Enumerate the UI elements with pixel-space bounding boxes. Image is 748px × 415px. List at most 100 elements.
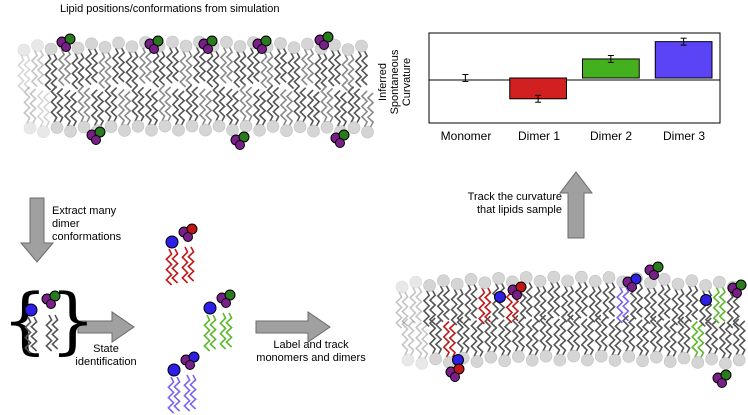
- upper-lipid: [450, 277, 464, 326]
- lower-lipid: [320, 85, 334, 134]
- lipid-tail: [732, 318, 740, 356]
- dimer2-lipids: [203, 289, 236, 352]
- lower-lipid: [539, 314, 553, 363]
- lower-lipid: [239, 84, 253, 133]
- lipid-tail: [219, 312, 227, 350]
- lipid-tail: [533, 285, 541, 323]
- lipid-tail: [710, 319, 719, 355]
- marker-head: [86, 129, 98, 141]
- lipid-tail: [669, 322, 677, 357]
- upper-lipid: [179, 39, 193, 88]
- lower-lipid: [580, 318, 595, 367]
- lower-lipid: [470, 320, 484, 368]
- lipid-tail: [422, 290, 431, 327]
- label-track-line-1: Label and track: [273, 339, 349, 351]
- state-monomer-head: [165, 235, 179, 249]
- lower-lipid: [198, 88, 213, 137]
- lipid-tail: [641, 321, 650, 357]
- lipid-headgroup: [287, 41, 301, 54]
- lipid-tail: [320, 85, 328, 123]
- lipid-tail: [96, 91, 105, 127]
- lipid-tail: [525, 318, 533, 356]
- lipid-tail: [77, 52, 85, 88]
- upper-lipid: [698, 279, 713, 327]
- lower-lipid: [158, 84, 172, 133]
- lipid-tail: [165, 46, 174, 84]
- top-dimer-marker: [252, 35, 272, 54]
- lipid-tail: [51, 314, 59, 350]
- marker-head: [56, 36, 68, 48]
- marker-head: [41, 293, 53, 305]
- lipid-headgroup: [274, 36, 287, 50]
- lipid-tail: [490, 317, 498, 353]
- lipid-tail: [306, 48, 315, 84]
- upper-lipid: [671, 277, 685, 326]
- marker-head: [188, 351, 200, 363]
- lipid-tail: [553, 281, 561, 317]
- marker-head: [652, 261, 664, 273]
- lipid-tail: [511, 286, 520, 322]
- lipid-headgroup: [71, 41, 85, 55]
- lipid-headgroup: [301, 37, 314, 51]
- track-line-1: Track the curvature: [467, 191, 562, 203]
- ylabel-line-3: Curvature: [401, 57, 413, 107]
- lipid-tail: [110, 87, 118, 123]
- marker-head: [186, 223, 198, 235]
- braced-dimer-heads: [41, 290, 61, 309]
- lipid-tail: [566, 285, 575, 321]
- lower-lipid: [212, 84, 226, 133]
- upper-lipid: [341, 43, 355, 92]
- lipid-headgroup: [260, 40, 274, 54]
- upper-lipid: [152, 39, 166, 88]
- lipid-tail: [212, 84, 220, 122]
- lipid-tail: [138, 47, 147, 84]
- dimer1-marker: [507, 281, 527, 300]
- lipid-tail: [539, 314, 547, 352]
- lipid-tail: [198, 88, 207, 126]
- lower-lipid: [497, 319, 512, 368]
- upper-lipid: [44, 42, 58, 91]
- lipid-tail: [456, 316, 464, 354]
- bottom-dimer-marker: [86, 126, 106, 145]
- lipid-tail: [98, 51, 106, 89]
- lower-lipid: [360, 90, 375, 139]
- upper-lipid: [206, 39, 220, 88]
- upper-lipid: [327, 38, 342, 87]
- marker-head: [515, 281, 527, 293]
- marker-head: [732, 288, 742, 298]
- lipid-tail: [218, 86, 226, 122]
- lipid-tail: [347, 54, 355, 90]
- lipid-tail: [181, 246, 189, 284]
- lipid-tail: [649, 315, 658, 353]
- marker-head: [453, 363, 465, 375]
- lipid-tail: [657, 283, 665, 321]
- lipid-headgroup: [484, 350, 498, 364]
- lipid-tail: [24, 316, 32, 354]
- lipid-headgroup: [533, 274, 547, 288]
- lipid-tail: [360, 50, 369, 86]
- lower-lipid: [428, 317, 443, 366]
- lower-lipid: [171, 88, 186, 137]
- lipid-tail: [629, 282, 638, 320]
- lipid-headgroup: [50, 121, 64, 134]
- dimer2-marker: [712, 369, 732, 388]
- lipid-headgroup: [677, 351, 691, 365]
- lower-lipid: [608, 318, 622, 367]
- lipid-tail: [30, 316, 38, 352]
- lipid-tail: [137, 86, 145, 122]
- state-line-2: identification: [75, 356, 137, 368]
- lipid-tail: [164, 86, 172, 122]
- lipid-tail: [17, 54, 25, 92]
- lipid-tail: [50, 85, 58, 123]
- marker-head: [203, 44, 213, 54]
- marker-head: [644, 264, 656, 276]
- upper-lipid: [574, 270, 589, 319]
- lipid-tail: [299, 87, 307, 123]
- monomer-marker: [452, 354, 464, 366]
- lipid-headgroup: [98, 40, 112, 54]
- lipid-tail: [189, 374, 197, 410]
- bar-dimer-3: [654, 41, 713, 79]
- dimer2-marker: [727, 279, 747, 298]
- marker-head: [238, 131, 250, 143]
- lipid-tail: [312, 91, 321, 127]
